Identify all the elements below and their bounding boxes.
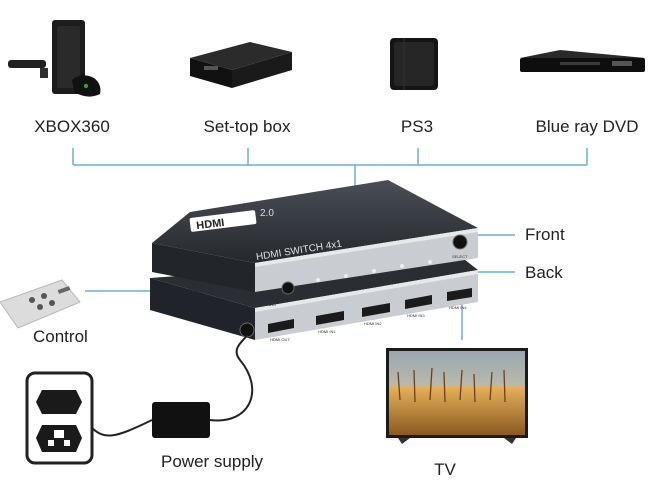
ps3-label: PS3 — [400, 117, 434, 136]
xbox360-label: XBOX360 — [34, 117, 110, 136]
power-port-text: Power — [262, 302, 277, 308]
tv-label: TV — [434, 460, 456, 479]
port-label-in3: HDMI IN3 — [407, 313, 425, 318]
led-label-in2: IN2 — [369, 277, 376, 282]
port-label-in2: HDMI IN2 — [364, 321, 382, 326]
select-button-text: SELECT — [452, 254, 468, 259]
led-label-in1: IN1 — [341, 282, 348, 287]
ir-receiver-icon — [281, 281, 295, 295]
bluray-dvd-label: Blue ray DVD — [535, 117, 639, 136]
set-top-box-icon — [190, 42, 292, 88]
tv-icon — [386, 348, 528, 444]
set-top-box-label: Set-top box — [203, 117, 291, 136]
select-button-icon[interactable] — [452, 234, 468, 250]
power-supply-label: Power supply — [161, 452, 264, 471]
port-label-in4: HDMI IN4 — [449, 305, 467, 310]
front-label: Front — [525, 225, 565, 244]
power-adapter-icon — [91, 334, 254, 438]
hdmi-logo-icon — [189, 210, 257, 232]
led-label-in4: IN4 — [425, 268, 432, 273]
bluray-dvd-player-icon — [520, 50, 645, 72]
control-label: Control — [33, 327, 88, 346]
xbox360-console-icon — [8, 20, 101, 97]
device-brand-text: HDMI — [196, 217, 225, 232]
status-led-group — [316, 260, 432, 282]
port-label-out: HDMI OUT — [270, 337, 290, 342]
hdmi-switch-front-unit — [152, 180, 478, 295]
power-jack-icon — [239, 322, 255, 338]
ps3-console-icon — [390, 38, 438, 90]
device-version-text: 2.0 — [260, 208, 274, 219]
led-label-in3: IN3 — [397, 272, 404, 277]
back-label: Back — [525, 263, 563, 282]
led-label-out: OUT — [313, 286, 322, 291]
hdmi-port-group-back — [268, 288, 472, 333]
power-outlet-icon — [25, 371, 94, 465]
port-label-in1: HDMI IN1 — [318, 329, 336, 334]
remote-control-icon[interactable] — [0, 279, 81, 329]
